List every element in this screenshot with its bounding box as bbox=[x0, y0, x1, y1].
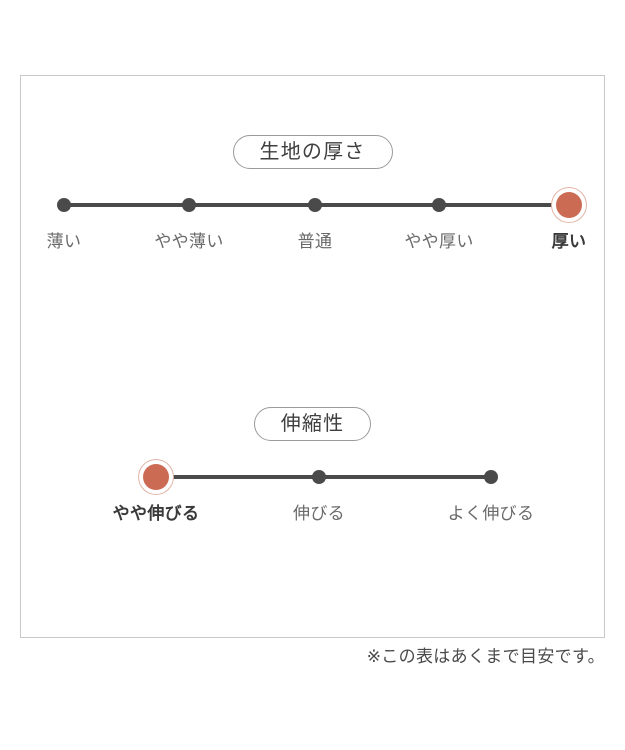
scale-label: 厚い bbox=[551, 232, 587, 251]
scale-label: 伸びる bbox=[292, 504, 346, 523]
spec-section-thickness: 生地の厚さ 薄い やや薄い 普通 やや厚い 厚い bbox=[21, 76, 604, 285]
scale-label: 普通 bbox=[297, 232, 333, 251]
scale-label: やや厚い bbox=[404, 232, 474, 251]
scale-label: よく伸びる bbox=[447, 504, 535, 523]
scale-dot-selected[interactable] bbox=[143, 464, 169, 490]
thickness-scale: 薄い やや薄い 普通 やや厚い 厚い bbox=[21, 192, 604, 285]
fabric-spec-panel: 生地の厚さ 薄い やや薄い 普通 やや厚い 厚い 伸縮性 やや伸びる 伸びる よく伸びる bbox=[20, 75, 605, 638]
stretch-title-wrap: 伸縮性 bbox=[21, 407, 604, 441]
scale-dot[interactable] bbox=[484, 470, 498, 484]
scale-label: 薄い bbox=[46, 232, 82, 251]
scale-dot[interactable] bbox=[308, 198, 322, 212]
stretch-title-pill: 伸縮性 bbox=[253, 407, 372, 441]
scale-dot[interactable] bbox=[182, 198, 196, 212]
thickness-title-pill: 生地の厚さ bbox=[232, 135, 393, 169]
scale-label: やや薄い bbox=[154, 232, 224, 251]
scale-dot[interactable] bbox=[57, 198, 71, 212]
scale-dot-selected[interactable] bbox=[556, 192, 582, 218]
spec-section-stretch: 伸縮性 やや伸びる 伸びる よく伸びる bbox=[21, 348, 604, 557]
scale-dot[interactable] bbox=[432, 198, 446, 212]
disclaimer-note: ※この表はあくまで目安です。 bbox=[366, 647, 605, 666]
stretch-scale: やや伸びる 伸びる よく伸びる bbox=[21, 464, 604, 557]
scale-label: やや伸びる bbox=[112, 504, 200, 523]
scale-dot[interactable] bbox=[312, 470, 326, 484]
thickness-title-wrap: 生地の厚さ bbox=[21, 135, 604, 169]
